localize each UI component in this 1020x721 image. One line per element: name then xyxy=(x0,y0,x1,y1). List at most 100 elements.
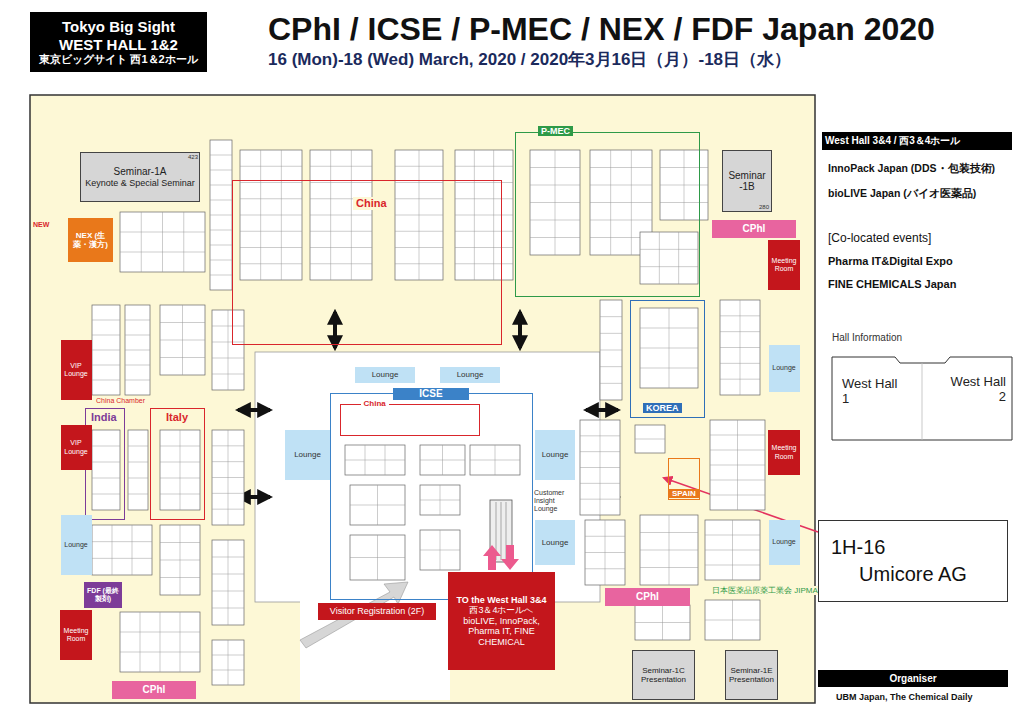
booth-block xyxy=(640,515,698,585)
booth-line xyxy=(660,167,708,168)
booth-line xyxy=(92,494,120,495)
booth-line xyxy=(128,478,148,479)
booth-line xyxy=(640,266,698,267)
seminar-room: Seminar-1AKeynote & Special Seminar xyxy=(80,152,200,202)
node-text: Lounge xyxy=(372,370,399,379)
booth-line xyxy=(162,212,163,272)
event-name: InnoPack Japan (DDS・包装技術) xyxy=(828,162,1012,174)
booth-line xyxy=(160,560,200,561)
booth-block xyxy=(705,600,760,640)
node-text: Meeting Room xyxy=(63,627,89,643)
booth-line xyxy=(160,340,205,341)
booth-line xyxy=(120,232,205,233)
node-text: Seminar-1E xyxy=(730,666,772,675)
booth-line xyxy=(635,439,665,440)
booth-block xyxy=(530,150,580,255)
booth-line xyxy=(125,320,150,321)
booth-line xyxy=(125,380,150,381)
lounge-area: Lounge xyxy=(769,520,800,565)
meeting-room: Meeting Room xyxy=(60,610,92,660)
node-text: Seminar-1C xyxy=(642,666,685,675)
node-text: NEX (生薬・漢方) xyxy=(71,231,110,249)
node-text: Presentation xyxy=(641,675,686,684)
booth-line xyxy=(92,380,120,381)
booth-line xyxy=(128,494,148,495)
booth-line xyxy=(210,275,232,276)
booth-block xyxy=(212,640,244,685)
booth-line xyxy=(640,348,698,349)
booth-line xyxy=(212,461,244,462)
booth-line xyxy=(395,231,443,232)
booth-block xyxy=(120,612,200,672)
booth-callout: 1H-16Umicore AG xyxy=(818,520,1008,602)
hall-link-box: TO the West Hall 3&4西3＆4ホールへbioLIVE, Inn… xyxy=(448,572,555,670)
passage-arrow xyxy=(238,408,270,412)
booth-line xyxy=(141,212,142,272)
booth-line xyxy=(350,505,405,506)
booth-line xyxy=(585,568,625,569)
node-text: Tokyo Big Sight WEST HALL 1&2 xyxy=(44,18,194,53)
hall-name: West Hall 2 xyxy=(946,375,1006,405)
booth-line xyxy=(640,532,698,533)
booth-block xyxy=(420,530,460,570)
seminar-room: Seminar-1CPresentation xyxy=(632,650,695,700)
seminar-room: Seminar -1B xyxy=(722,150,772,212)
event-name: FINE CHEMICALS Japan xyxy=(828,278,956,291)
booth-line xyxy=(705,565,760,566)
section-bar: West Hall 3&4 / 西3＆4ホール xyxy=(822,132,1012,150)
booth-line xyxy=(120,252,205,253)
booth-line xyxy=(710,465,765,466)
booth-line xyxy=(580,483,620,484)
hall-outline xyxy=(832,357,1012,440)
booth-line xyxy=(455,263,513,264)
region-label: India xyxy=(88,411,120,424)
booth-line xyxy=(212,557,244,558)
node-text: 西3＆4ホールへ xyxy=(469,605,533,615)
booth-line xyxy=(180,612,181,672)
booth-line xyxy=(240,215,302,216)
booth-line xyxy=(212,670,244,671)
booth-line xyxy=(678,232,679,284)
node-text: VIP Lounge xyxy=(64,362,89,378)
booth-line xyxy=(125,365,150,366)
zone-tag: CPhI xyxy=(112,681,196,699)
booth-line xyxy=(160,494,200,495)
node-text: Umicore AG xyxy=(859,563,967,586)
booth-number: 280 xyxy=(759,204,769,211)
booth-line xyxy=(395,215,443,216)
hall-divider xyxy=(922,363,923,440)
booth-line xyxy=(720,315,760,316)
booth-line xyxy=(210,170,232,171)
node-text: Lounge xyxy=(64,541,87,549)
booth-line xyxy=(92,320,120,321)
booth-line xyxy=(640,550,698,551)
lounge-area: Lounge xyxy=(535,520,575,565)
booth-line xyxy=(710,480,765,481)
booth-line xyxy=(530,202,580,203)
zone-box: FDF (最終製剤) xyxy=(84,582,122,608)
seminar-room: Seminar-1EPresentation xyxy=(725,650,778,700)
booth-line xyxy=(140,612,141,672)
booth-grid xyxy=(92,140,765,685)
booth-line xyxy=(659,232,660,284)
booth-line xyxy=(210,155,232,156)
booth-block xyxy=(310,150,372,280)
booth-line xyxy=(455,247,513,248)
node-text: CPhI xyxy=(743,223,766,235)
booth-block xyxy=(92,305,120,395)
booth-line xyxy=(160,462,200,463)
booth-line xyxy=(160,577,200,578)
booth-line xyxy=(240,198,302,199)
booth-block xyxy=(350,485,405,525)
pavilion-region: China xyxy=(232,180,502,345)
booth-line xyxy=(530,185,580,186)
booth-line xyxy=(210,245,232,246)
hall-name: West Hall 1 xyxy=(842,377,902,407)
booth-line xyxy=(585,552,625,553)
booth-line xyxy=(455,182,513,183)
booth-block xyxy=(160,430,200,510)
booth-line xyxy=(580,499,620,500)
booth-line xyxy=(212,342,244,343)
booth-line xyxy=(212,493,244,494)
booth-block xyxy=(212,310,244,390)
